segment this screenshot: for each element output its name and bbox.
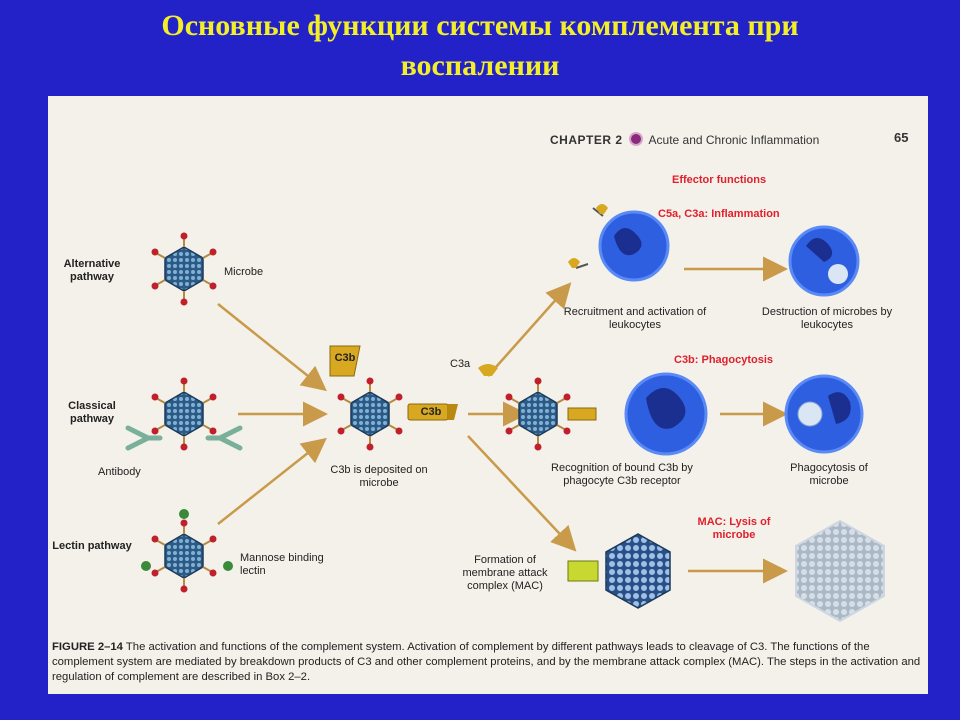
slide-title-line-1: Основные функции системы комплемента при <box>161 9 799 42</box>
inflammation-heading: C5a, C3a: Inflammation <box>658 208 780 220</box>
pathway-arrows <box>217 303 328 525</box>
c3b-deposited-label: C3b is deposited on microbe <box>330 464 428 489</box>
chapter-title: Acute and Chronic Inflammation <box>648 133 820 147</box>
recognition-label: Recognition of bound C3b by phagocyte C3… <box>551 462 693 487</box>
microbe-label: Microbe <box>224 266 264 278</box>
classical-pathway-label: Classical pathway <box>68 400 116 425</box>
chapter-label: CHAPTER 2 <box>550 133 623 147</box>
chapter-icon <box>628 132 643 146</box>
alternative-microbe <box>150 231 218 307</box>
mac-heading: MAC: Lysis of microbe <box>697 516 771 541</box>
alternative-pathway-label: Alternative pathway <box>63 258 121 283</box>
destruction-label: Destruction of microbes by leukocytes <box>761 306 893 331</box>
mannose-binding-lectin-icon <box>141 509 233 571</box>
lectin-microbe <box>150 518 218 594</box>
phagocytosis-heading: C3b: Phagocytosis <box>674 354 774 366</box>
slide-title: Основные функции системы комплемента при… <box>0 6 960 86</box>
phagocytosis-cell <box>784 374 864 454</box>
center-microbe <box>336 376 404 452</box>
c3b-receptor-icon <box>567 407 597 421</box>
c3a-fragment-icon <box>478 364 498 376</box>
antibody-icon <box>125 425 243 451</box>
c3b-fragment-icon <box>329 345 458 421</box>
lectin-pathway-label: Lectin pathway <box>52 540 132 552</box>
chapter-header: CHAPTER 2 Acute and Chronic Inflammation <box>550 132 819 147</box>
diagram-canvas <box>125 204 885 623</box>
mac-formation-label: Formation of membrane attack complex (MA… <box>462 554 548 592</box>
phagocytosis-result-label: Phagocytosis of microbe <box>790 462 868 487</box>
recruitment-label: Recruitment and activation of leukocytes <box>563 306 707 331</box>
figure-number: FIGURE 2–14 <box>52 641 123 653</box>
caption-text: The activation and functions of the comp… <box>52 641 921 683</box>
effector-functions-heading: Effector functions <box>672 174 767 186</box>
effector-arrows <box>467 256 788 584</box>
mac-formation <box>567 533 671 609</box>
page-number: 65 <box>894 130 909 145</box>
figure-caption: FIGURE 2–14 The activation and functions… <box>52 640 924 685</box>
leukocyte-destruction <box>788 225 860 297</box>
lysed-microbe <box>795 519 885 623</box>
c3a-label: C3a <box>450 358 471 370</box>
slide-title-line-2: воспалении <box>400 49 560 82</box>
leukocyte-recruitment <box>568 204 670 282</box>
mannose-binding-lectin-label: Mannose binding lectin <box>240 552 324 577</box>
phagocyte-cell <box>624 372 708 456</box>
c3b-fragment-label: C3b <box>420 406 442 418</box>
c3b-label: C3b <box>334 352 356 364</box>
antibody-label: Antibody <box>98 466 141 478</box>
